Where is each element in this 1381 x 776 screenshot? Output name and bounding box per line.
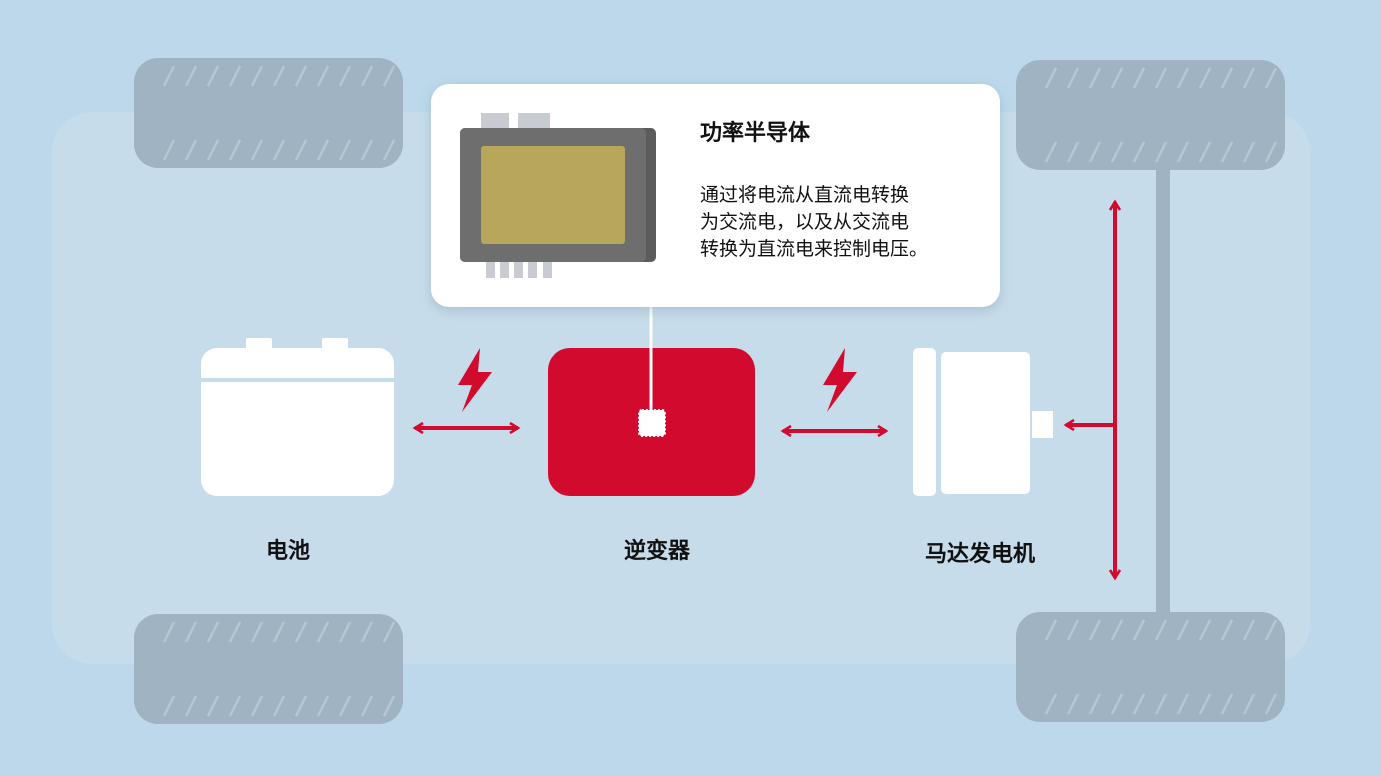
lightning-icon xyxy=(458,348,492,412)
callout-text-line: 为交流电，以及从交流电 xyxy=(700,211,909,233)
callout-text-line: 通过将电流从直流电转换 xyxy=(700,184,909,206)
battery-icon xyxy=(201,338,394,496)
tire-icon xyxy=(1016,60,1285,170)
chip-icon xyxy=(638,409,666,437)
callout-title: 功率半导体 xyxy=(700,120,811,146)
tire-icon xyxy=(134,58,403,168)
power-semiconductor-chip-icon xyxy=(460,113,656,278)
callout-text-line: 转换为直流电来控制电压。 xyxy=(700,238,928,260)
tire-icon xyxy=(134,614,403,724)
inverter-label: 逆变器 xyxy=(624,538,691,564)
motor-generator-icon xyxy=(913,348,1053,496)
battery-label: 电池 xyxy=(266,539,310,564)
rear-axle xyxy=(1156,160,1170,620)
power-semiconductor-callout: 功率半导体 通过将电流从直流电转换 为交流电，以及从交流电 转换为直流电来控制电… xyxy=(431,84,1000,307)
tire-icon xyxy=(1016,612,1285,722)
motor-generator-label: 马达发电机 xyxy=(925,541,1035,567)
lightning-icon xyxy=(823,348,857,412)
